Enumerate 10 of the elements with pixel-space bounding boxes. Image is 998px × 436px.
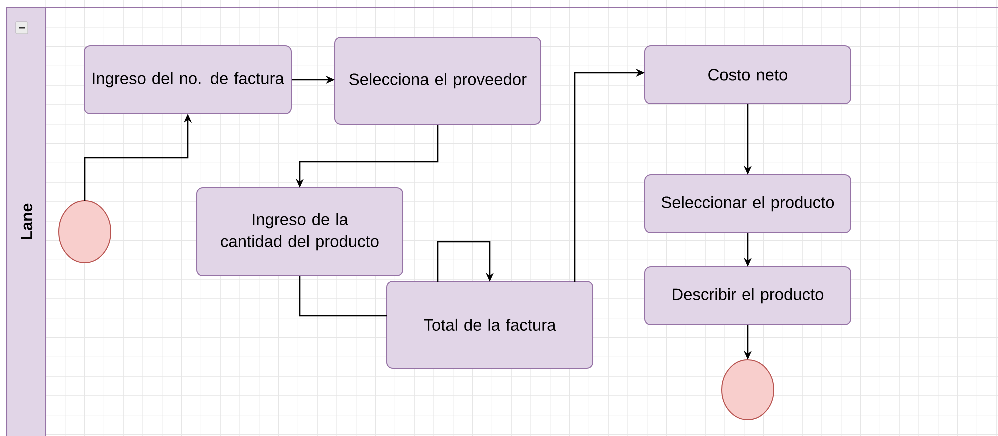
process-box: Selecciona el proveedor <box>334 37 542 125</box>
process-box: Ingreso del no. de factura <box>84 46 292 114</box>
end-circle <box>722 359 774 420</box>
process-box: Total de la factura <box>386 280 594 369</box>
process-box: Costo neto <box>644 46 852 104</box>
process-box: Seleccionar el producto <box>644 174 852 234</box>
process-box: Ingreso de la cantidad del producto <box>196 187 404 276</box>
start-circle <box>58 200 112 264</box>
process-box: Describir el producto <box>644 266 852 326</box>
arrow <box>437 241 494 282</box>
